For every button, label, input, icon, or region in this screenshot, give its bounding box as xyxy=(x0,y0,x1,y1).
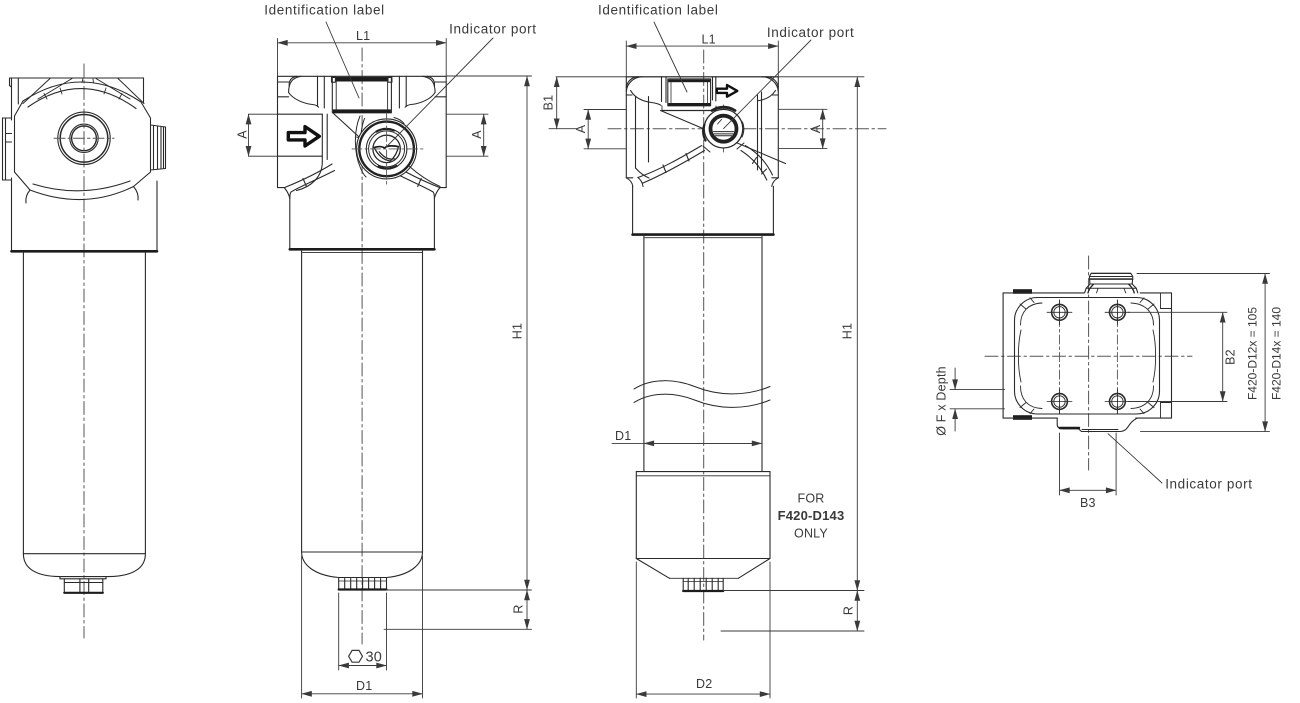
svg-text:L1: L1 xyxy=(356,29,370,43)
svg-text:F420-D14x = 140: F420-D14x = 140 xyxy=(1270,307,1284,400)
svg-text:L1: L1 xyxy=(702,33,716,47)
svg-text:D1: D1 xyxy=(356,679,372,693)
svg-text:A: A xyxy=(574,124,588,133)
svg-text:Identification label: Identification label xyxy=(264,3,384,18)
svg-text:H1: H1 xyxy=(841,323,855,339)
svg-text:F420-D12x = 105: F420-D12x = 105 xyxy=(1246,307,1260,400)
svg-text:Indicator port: Indicator port xyxy=(1165,477,1252,492)
svg-text:Ø F x Depth: Ø F x Depth xyxy=(935,366,949,436)
svg-text:A: A xyxy=(470,130,484,139)
svg-text:F420-D143: F420-D143 xyxy=(778,508,845,523)
svg-text:A: A xyxy=(236,130,250,139)
svg-text:H1: H1 xyxy=(511,323,525,339)
svg-text:D1: D1 xyxy=(615,429,631,443)
svg-text:Identification label: Identification label xyxy=(598,3,718,18)
svg-text:B2: B2 xyxy=(1224,349,1238,365)
svg-text:B1: B1 xyxy=(542,95,556,111)
svg-text:FOR: FOR xyxy=(798,492,825,506)
svg-text:30: 30 xyxy=(366,650,383,666)
svg-text:Indicator port: Indicator port xyxy=(449,22,536,37)
svg-text:ONLY: ONLY xyxy=(794,527,828,541)
svg-text:D2: D2 xyxy=(696,677,712,691)
svg-text:B3: B3 xyxy=(1080,496,1096,510)
svg-text:R: R xyxy=(842,606,856,615)
svg-text:Indicator port: Indicator port xyxy=(767,25,854,40)
svg-text:A: A xyxy=(809,124,823,133)
svg-text:R: R xyxy=(512,604,526,613)
